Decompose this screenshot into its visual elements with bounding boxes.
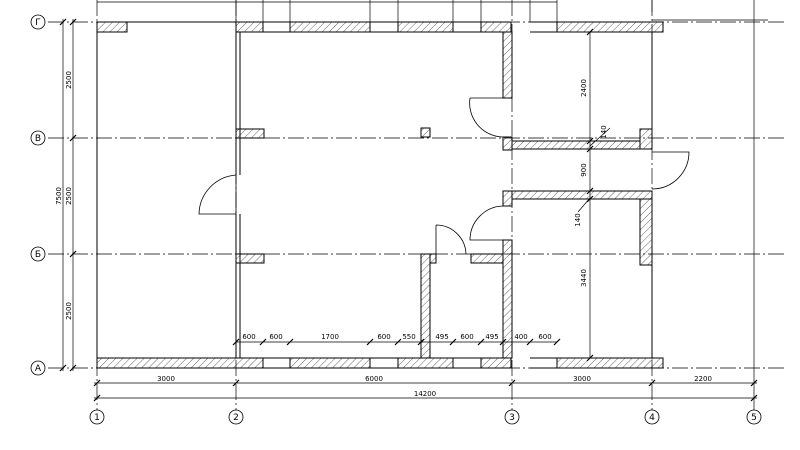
left-dimension-chain: 2500 2500 2500 7500 — [55, 18, 77, 372]
dim-v-b: 2500 — [65, 187, 73, 205]
door-swing-upper — [469, 97, 504, 138]
room-dim-140-bottom: 140 — [574, 213, 582, 226]
top-dimension-stub — [97, 0, 768, 22]
dim-total-horizontal: 14200 — [414, 390, 436, 398]
axis-label-5: 5 — [751, 413, 757, 423]
inner-dim-4: 600 — [377, 333, 390, 341]
door-swing-corridor — [435, 224, 467, 255]
dim-1-2: 3000 — [157, 375, 175, 383]
inner-dim-5: 550 — [402, 333, 415, 341]
dim-2-3: 6000 — [365, 375, 383, 383]
axis-label-4: 4 — [649, 413, 655, 423]
right-rooms — [511, 32, 690, 358]
column — [420, 127, 431, 138]
room-dim-140-top: 140 — [600, 125, 608, 138]
axis-label-1: 1 — [94, 413, 100, 423]
door-swing-left — [198, 174, 237, 215]
axis-label-2: 2 — [233, 413, 239, 423]
inner-dim-8: 495 — [485, 333, 498, 341]
dim-b-a: 2500 — [65, 302, 73, 320]
bottom-dimension-chain: 3000 6000 3000 2200 14200 — [93, 375, 758, 402]
wall-axis-3 — [469, 31, 513, 359]
axis-bubbles: Г В Б А 1 2 3 4 5 — [30, 14, 762, 425]
inner-dim-6: 495 — [435, 333, 448, 341]
inner-dimension-chain: 600 600 1700 600 550 495 600 495 400 600 — [232, 333, 561, 346]
inner-dim-7: 600 — [460, 333, 473, 341]
dim-3-4: 3000 — [573, 375, 591, 383]
axis-lines — [48, 0, 785, 412]
dim-g-v: 2500 — [65, 71, 73, 89]
axis-label-a: А — [35, 364, 42, 374]
top-wall — [96, 21, 664, 33]
room-dim-900: 900 — [580, 163, 588, 176]
bottom-wall — [96, 357, 664, 369]
axis-label-3: 3 — [509, 413, 515, 423]
door-swing-right — [651, 151, 690, 190]
door-swing-middle — [469, 205, 504, 241]
corridor-wall — [420, 224, 504, 359]
dim-4-5: 2200 — [694, 375, 712, 383]
axis-label-v: В — [35, 134, 41, 144]
wall-axis-2 — [198, 32, 265, 358]
room-dim-3440: 3440 — [580, 269, 588, 287]
inner-dim-1: 600 — [242, 333, 255, 341]
axis-label-b: Б — [35, 250, 41, 260]
inner-dim-9: 400 — [514, 333, 527, 341]
inner-dim-2: 600 — [269, 333, 282, 341]
right-room-dimension: 2400 140 900 140 3440 — [574, 28, 611, 362]
room-dim-2400: 2400 — [580, 79, 588, 97]
dim-total-vertical: 7500 — [55, 187, 63, 205]
axis-label-g: Г — [35, 18, 41, 28]
inner-dim-10: 600 — [538, 333, 551, 341]
inner-dim-3: 1700 — [321, 333, 339, 341]
